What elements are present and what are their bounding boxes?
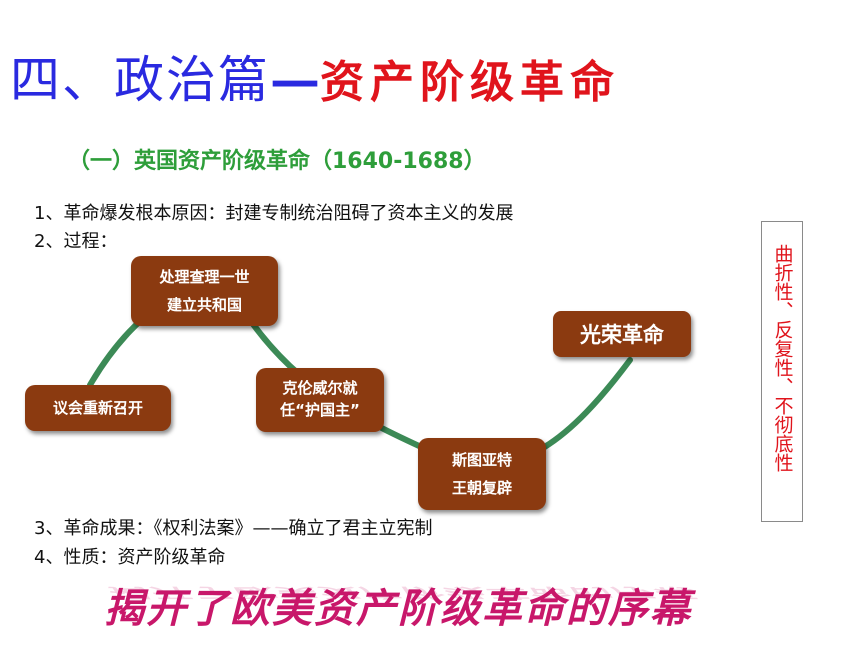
node-charles: 处理查理一世 建立共和国	[131, 256, 278, 326]
node-cromwell: 克伦威尔就 任“护国主”	[256, 368, 384, 432]
node-cromwell-line1: 克伦威尔就	[282, 379, 358, 398]
node-stuart-line1: 斯图亚特	[451, 450, 512, 469]
node-parliament-label: 议会重新召开	[52, 398, 143, 417]
conclusion-banner: 揭开了欧美资产阶级革命的序幕	[104, 585, 692, 632]
point-result: 3、革命成果：《权利法案》——确立了君主立宪制	[34, 518, 433, 539]
title-dash: —	[270, 50, 320, 109]
point-nature: 4、性质：资产阶级革命	[34, 547, 226, 568]
section-heading: （一）英国资产阶级革命（1640-1688）	[68, 149, 486, 174]
node-stuart-line2: 王朝复辟	[451, 479, 512, 497]
node-charles-line1: 处理查理一世	[159, 267, 250, 286]
node-charles-line2: 建立共和国	[166, 296, 242, 314]
node-cromwell-line2: 任“护国主”	[280, 401, 360, 419]
point-process: 2、过程：	[34, 231, 118, 252]
node-stuart: 斯图亚特 王朝复辟	[418, 438, 546, 510]
slide-title: 四、政治篇 — 资产阶级革命	[10, 40, 620, 110]
node-glorious-revolution: 光荣革命	[553, 311, 691, 357]
title-main: 四、政治篇	[10, 51, 270, 109]
title-subtitle: 资产阶级革命	[320, 57, 620, 108]
characteristics-box: 曲折性、反复性、不彻底性	[761, 221, 803, 522]
node-parliament: 议会重新召开	[25, 385, 171, 431]
characteristics-text: 曲折性、反复性、不彻底性	[771, 244, 794, 472]
point-cause: 1、革命爆发根本原因：封建专制统治阻碍了资本主义的发展	[34, 203, 514, 224]
